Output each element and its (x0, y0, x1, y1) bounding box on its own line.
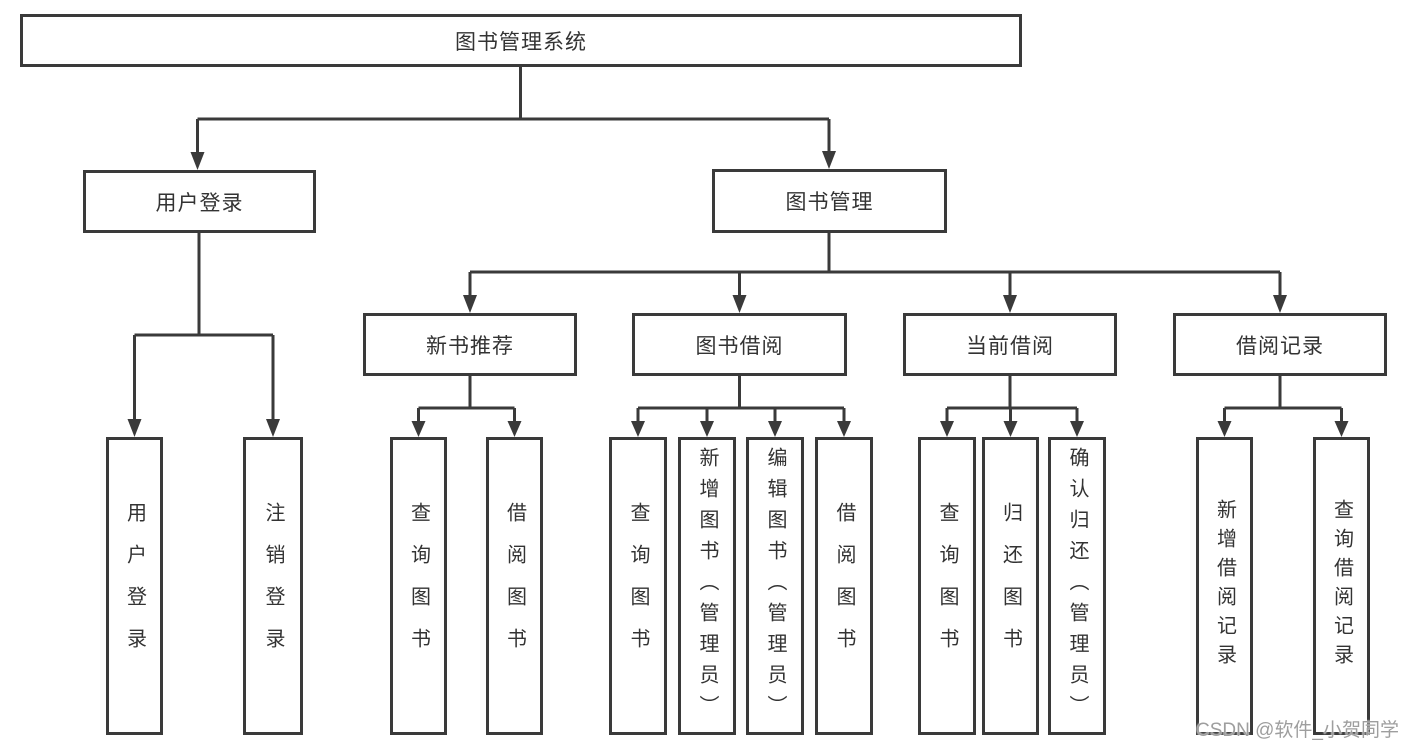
node-add-borrow-record-label: 新增借阅记录 (1213, 499, 1236, 673)
node-edit-book-admin-label: 编辑图书（管理员） (764, 446, 786, 726)
node-borrow-record-label: 借阅记录 (1236, 334, 1324, 358)
node-book-borrow-label: 图书借阅 (695, 334, 784, 358)
node-add-borrow-record: 新增借阅记录 (1196, 437, 1253, 735)
node-query-book-rec-label: 查询图书 (407, 502, 430, 670)
node-query-book-borrow: 查询图书 (609, 437, 667, 735)
connector-new-book-rec-to-children (411, 376, 522, 437)
node-query-book-current: 查询图书 (918, 437, 976, 735)
csdn-watermark: CSDN @软件_小贺同学 (1196, 720, 1399, 741)
node-query-book-rec: 查询图书 (390, 437, 447, 735)
node-borrow-book-borrow: 借阅图书 (815, 437, 873, 735)
node-root: 图书管理系统 (20, 14, 1022, 67)
node-query-book-borrow-label: 查询图书 (627, 502, 649, 670)
node-user-login-leaf-label: 用户登录 (123, 502, 146, 670)
node-book-mgmt-label: 图书管理 (785, 191, 874, 214)
node-current-borrow: 当前借阅 (903, 313, 1117, 376)
node-new-book-rec: 新书推荐 (363, 313, 577, 376)
node-add-book-admin-label: 新增图书（管理员） (696, 446, 718, 726)
node-edit-book-admin: 编辑图书（管理员） (746, 437, 804, 735)
node-new-book-rec-label: 新书推荐 (426, 334, 514, 358)
node-user-login-leaf: 用户登录 (106, 437, 163, 735)
node-book-mgmt: 图书管理 (712, 169, 947, 233)
connector-book-borrow-to-children (631, 376, 851, 437)
node-borrow-book-rec-label: 借阅图书 (503, 502, 526, 670)
node-confirm-return-admin-label: 确认归还（管理员） (1066, 446, 1088, 726)
connector-user-login-to-children (127, 233, 280, 437)
node-confirm-return-admin: 确认归还（管理员） (1048, 437, 1106, 735)
connector-root-to-level2 (190, 67, 836, 170)
connector-borrow-record-to-children (1217, 376, 1349, 437)
node-query-borrow-record-label: 查询借阅记录 (1330, 499, 1353, 673)
node-user-login-label: 用户登录 (155, 191, 244, 215)
node-logout: 注销登录 (243, 437, 303, 735)
node-query-book-current-label: 查询图书 (936, 502, 958, 670)
node-query-borrow-record: 查询借阅记录 (1313, 437, 1370, 735)
node-borrow-record: 借阅记录 (1173, 313, 1387, 376)
node-return-book: 归还图书 (982, 437, 1039, 735)
connector-book-mgmt-to-level3 (463, 233, 1287, 313)
node-logout-label: 注销登录 (262, 502, 284, 670)
node-borrow-book-rec: 借阅图书 (486, 437, 543, 735)
node-book-borrow: 图书借阅 (632, 313, 847, 376)
node-user-login: 用户登录 (83, 170, 316, 233)
node-root-label: 图书管理系统 (455, 30, 587, 54)
connector-current-borrow-to-children (940, 376, 1084, 437)
node-current-borrow-label: 当前借阅 (966, 334, 1054, 358)
node-add-book-admin: 新增图书（管理员） (678, 437, 736, 735)
node-borrow-book-borrow-label: 借阅图书 (833, 502, 855, 670)
node-return-book-label: 归还图书 (999, 502, 1022, 670)
